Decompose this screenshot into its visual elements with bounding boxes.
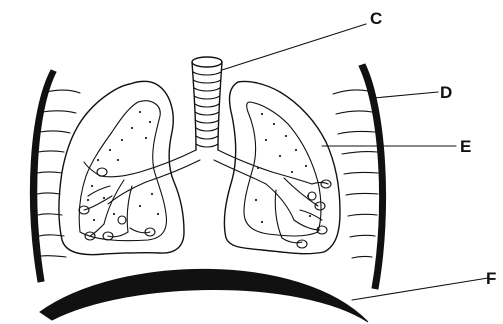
pointer-line-d: [374, 92, 438, 98]
tracheal-rings: [193, 72, 221, 147]
label-e: E: [460, 137, 471, 156]
left-bronchial-tree: [79, 150, 200, 240]
right-lung: [224, 81, 340, 253]
pointer-line-f: [352, 278, 488, 300]
label-f: F: [486, 269, 496, 288]
label-c: C: [370, 9, 382, 28]
right-ribs: [333, 90, 378, 258]
pointer-line-c: [222, 24, 366, 70]
alveoli-dots: [87, 111, 311, 223]
left-lung: [59, 81, 184, 254]
pointer-lines: [222, 24, 488, 300]
diaphragm: [40, 269, 368, 322]
left-chest-wall: [30, 70, 56, 282]
label-d: D: [440, 83, 452, 102]
left-ribs: [37, 90, 80, 257]
